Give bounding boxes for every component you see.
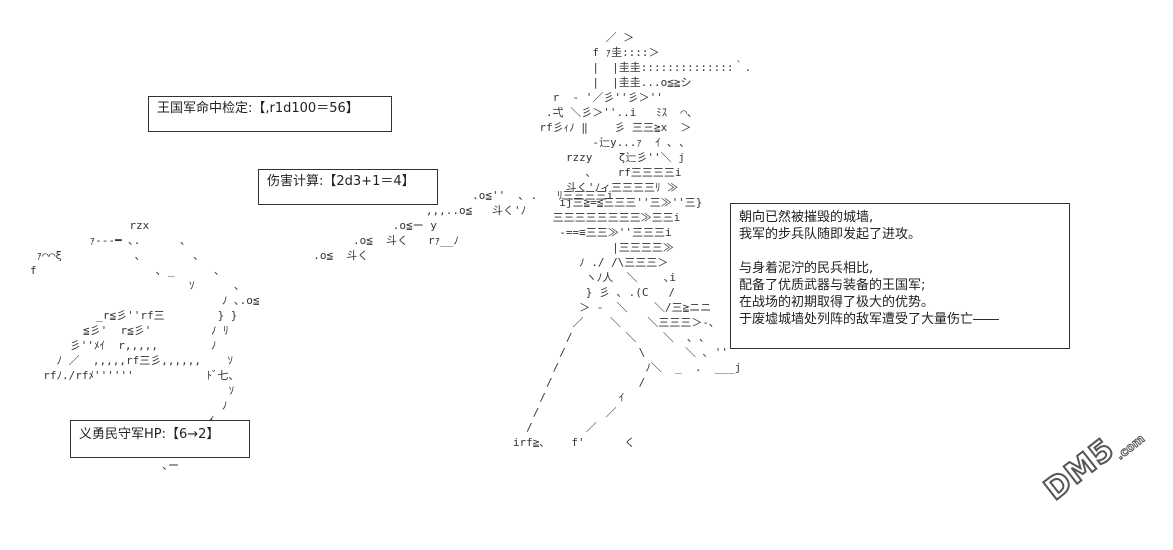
damage-calc-box: 伤害计算:【2d3+1＝4】	[258, 169, 438, 205]
ascii-art-soldier: ／ ＞ f ｧ圭::::＞ | |圭圭::::::::::::::｀. | |圭…	[512, 31, 752, 449]
narration-line	[739, 243, 1061, 260]
narration-line: 朝向已然被摧毁的城墙,	[739, 210, 874, 225]
narration-line: 于废墟城墙处列阵的敌军遭受了大量伤亡――	[739, 312, 1000, 327]
ascii-art-militia: rzx ｧ---━ ､. ､ ｧ⌒⌒ξ ､ ､ f ､ _ ､ ｿ ､ ﾉ ､.…	[30, 219, 260, 472]
hit-check-text: 王国军命中检定:【,r1d100＝56】	[157, 101, 359, 116]
watermark-suffix: .com	[1113, 431, 1148, 463]
narration-line: 我军的步兵队随即发起了进攻。	[739, 227, 922, 242]
narration-line: 在战场的初期取得了极大的优势。	[739, 295, 935, 310]
hit-check-box: 王国军命中检定:【,r1d100＝56】	[148, 96, 392, 132]
narration-box: 朝向已然被摧毁的城墙, 我军的步兵队随即发起了进攻。 与身着泥泞的民兵相比, 配…	[730, 203, 1070, 349]
ascii-art-spear-arm: .o≦'' ､ . ﾘ三三三三i ,,,..o≦ 斗く'ﾉ .o≦ー y .o≦…	[313, 189, 614, 262]
narration-line: 与身着泥泞的民兵相比,	[739, 261, 874, 276]
narration-line: 配备了优质武器与装备的王国军;	[739, 278, 926, 293]
site-watermark: DM5 .com	[1030, 420, 1170, 530]
watermark-brand: DM5	[1037, 431, 1123, 509]
damage-calc-text: 伤害计算:【2d3+1＝4】	[267, 174, 415, 189]
militia-hp-box: 义勇民守军HP:【6→2】	[70, 420, 250, 458]
militia-hp-text: 义勇民守军HP:【6→2】	[79, 427, 220, 442]
